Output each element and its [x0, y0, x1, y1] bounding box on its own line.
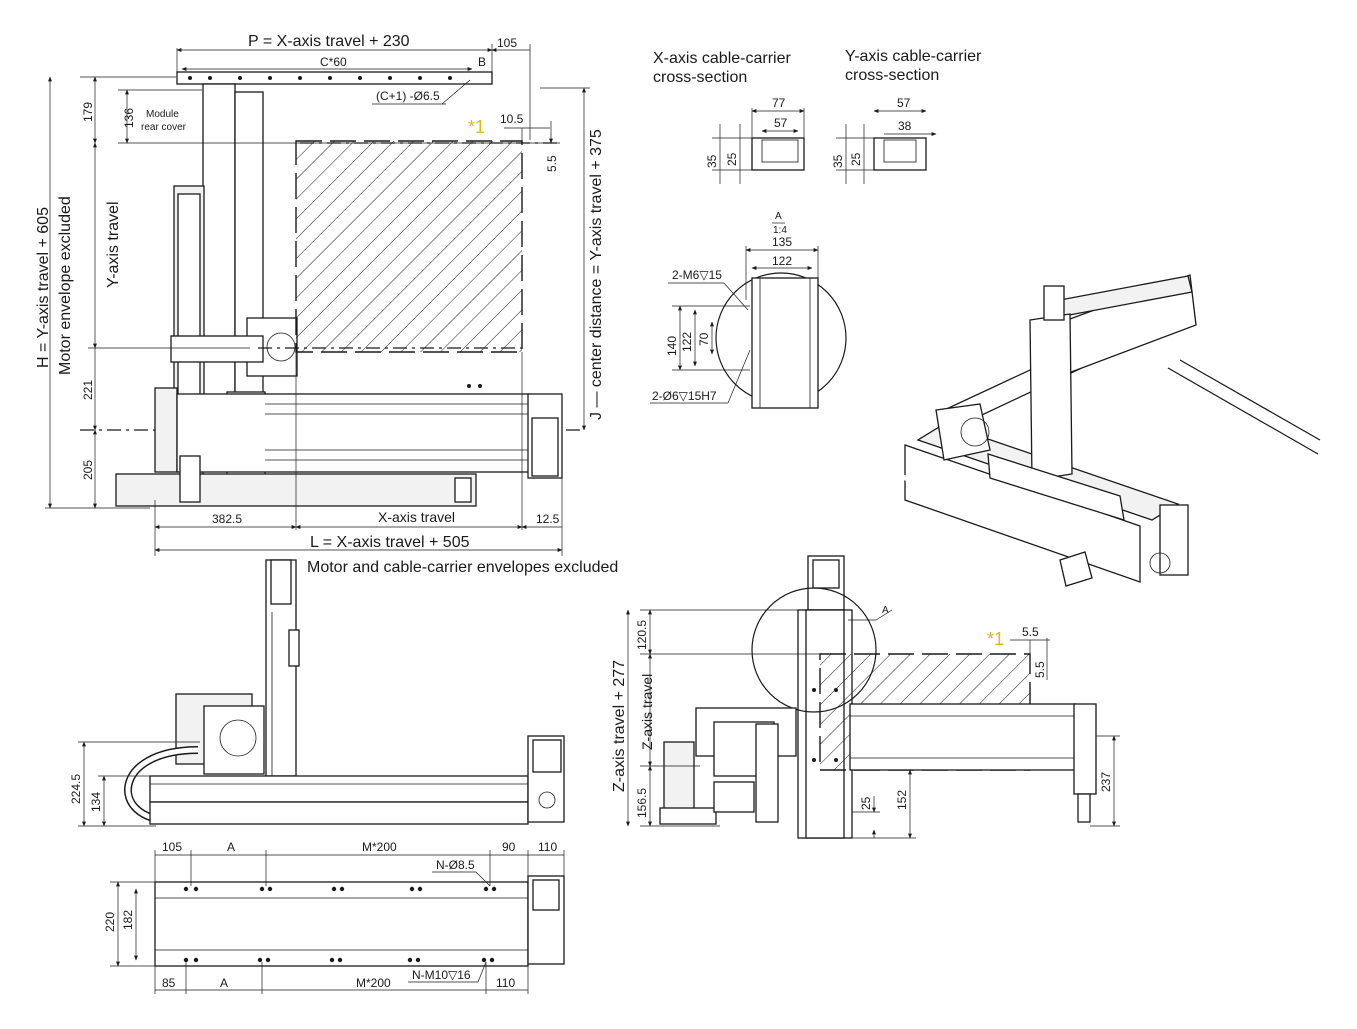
base-dim-110-top: 110	[538, 840, 557, 854]
j-dimension-label: J — center distance = Y-axis travel + 37…	[588, 129, 605, 420]
front-dim-237: 237	[1099, 772, 1113, 792]
dim-c60: C*60	[320, 55, 347, 69]
base-dim-85: 85	[162, 976, 176, 990]
base-dim-m200-top: M*200	[362, 840, 397, 854]
module-rear-cover-line2: rear cover	[141, 122, 187, 133]
y-cable-carrier-title-1: Y-axis cable-carrier	[845, 48, 982, 65]
front-dim-156-5: 156.5	[635, 788, 649, 818]
dim-12-5: 12.5	[536, 512, 560, 526]
base-holes-bottom	[183, 957, 495, 963]
star1-front: *1	[987, 629, 1004, 649]
h-dimension-label: H = Y-axis travel + 605	[35, 207, 52, 368]
y-cc-width-outer: 57	[897, 96, 911, 110]
front-dim-5-5h: 5.5	[1022, 625, 1039, 639]
dim-221: 221	[81, 380, 95, 400]
detail-dim-122: 122	[772, 254, 792, 268]
front-dim-120-5: 120.5	[635, 620, 649, 650]
y-axis-travel-label: Y-axis travel	[105, 201, 122, 288]
l-dimension-label: L = X-axis travel + 505	[310, 534, 470, 551]
detail-a-scale: 1:4	[773, 225, 787, 236]
dim-136: 136	[122, 108, 136, 128]
detail-dim-135: 135	[772, 235, 792, 249]
front-dim-152: 152	[895, 790, 909, 810]
dim-10-5: 10.5	[500, 112, 524, 126]
x-cc-width-inner: 57	[774, 116, 788, 130]
z-axis-travel-label: Z-axis travel	[639, 674, 655, 750]
rail-holes	[188, 76, 452, 80]
side-dim-134: 134	[89, 792, 103, 812]
front-dim-25: 25	[859, 796, 873, 810]
x-cc-height-outer: 35	[705, 154, 719, 168]
x-cc-height-inner: 25	[725, 152, 739, 166]
dim-205: 205	[81, 460, 95, 480]
top-view: P = X-axis travel + 230 105 C*60 B (C+1)…	[35, 33, 618, 576]
motor-envelope-note: Motor envelope excluded	[57, 196, 74, 375]
detail-dim-70: 70	[697, 332, 711, 346]
dim-5-5-top: 5.5	[545, 155, 559, 172]
base-dim-90: 90	[502, 840, 516, 854]
base-dim-m200-bot: M*200	[356, 976, 391, 990]
base-dim-110-bot: 110	[496, 976, 515, 990]
base-dim-a-top: A	[227, 840, 235, 854]
y-cc-height-inner: 25	[849, 152, 863, 166]
star1-top: *1	[468, 117, 485, 137]
m6-callout: 2-M6▽15	[672, 268, 722, 282]
side-dim-224-5: 224.5	[69, 774, 83, 804]
p-dimension-label: P = X-axis travel + 230	[248, 33, 410, 50]
base-view: 105 A M*200 90 110 N-Ø8.5 220 182 85 A M…	[103, 840, 565, 994]
side-view: 224.5 134	[69, 559, 565, 827]
front-detail-ref: A	[882, 605, 889, 616]
z-dimension-label: Z-axis travel + 277	[611, 660, 628, 792]
x-cc-width-outer: 77	[772, 96, 786, 110]
c1-hole-callout: (C+1) -Ø6.5	[376, 89, 440, 103]
base-dim-105: 105	[162, 840, 182, 854]
detail-dim-122v: 122	[680, 332, 694, 352]
dim-105-top: 105	[497, 36, 517, 50]
detail-a-label: A	[775, 211, 782, 222]
base-n-hole-callout: N-Ø8.5	[436, 858, 475, 872]
envelopes-excluded-note: Motor and cable-carrier envelopes exclud…	[307, 559, 618, 576]
base-dim-220: 220	[103, 912, 117, 932]
dim-382-5: 382.5	[212, 512, 242, 526]
isometric-view	[878, 274, 1321, 587]
cable-carrier-sections: X-axis cable-carrier cross-section 77 57…	[653, 48, 982, 184]
base-holes-top	[183, 886, 497, 892]
pin-callout: 2-Ø6▽15H7	[652, 389, 717, 403]
base-n-tap-callout: N-M10▽16	[412, 968, 471, 982]
y-cc-height-outer: 35	[831, 154, 845, 168]
x-cable-carrier-title-1: X-axis cable-carrier	[653, 50, 791, 67]
dim-b: B	[478, 55, 486, 69]
dim-179: 179	[81, 102, 95, 122]
base-dim-a-bot: A	[220, 976, 228, 990]
y-cc-width-inner: 38	[898, 119, 912, 133]
base-dim-182: 182	[121, 910, 135, 930]
x-cable-carrier-title-2: cross-section	[653, 69, 747, 86]
front-view: A *1 5.5 5.5 120.5 Z-axis travel + 277 Z…	[611, 555, 1120, 839]
detail-dim-140: 140	[665, 336, 679, 356]
front-dim-5-5v: 5.5	[1033, 661, 1047, 678]
work-area-hatch	[295, 140, 523, 353]
detail-a: A 1:4 135 122 2-M6▽15 140 122 70 2-Ø6▽15…	[650, 211, 847, 409]
y-cable-carrier-title-2: cross-section	[845, 67, 939, 84]
module-rear-cover-line1: Module	[146, 109, 179, 120]
x-axis-travel-label: X-axis travel	[378, 509, 455, 525]
